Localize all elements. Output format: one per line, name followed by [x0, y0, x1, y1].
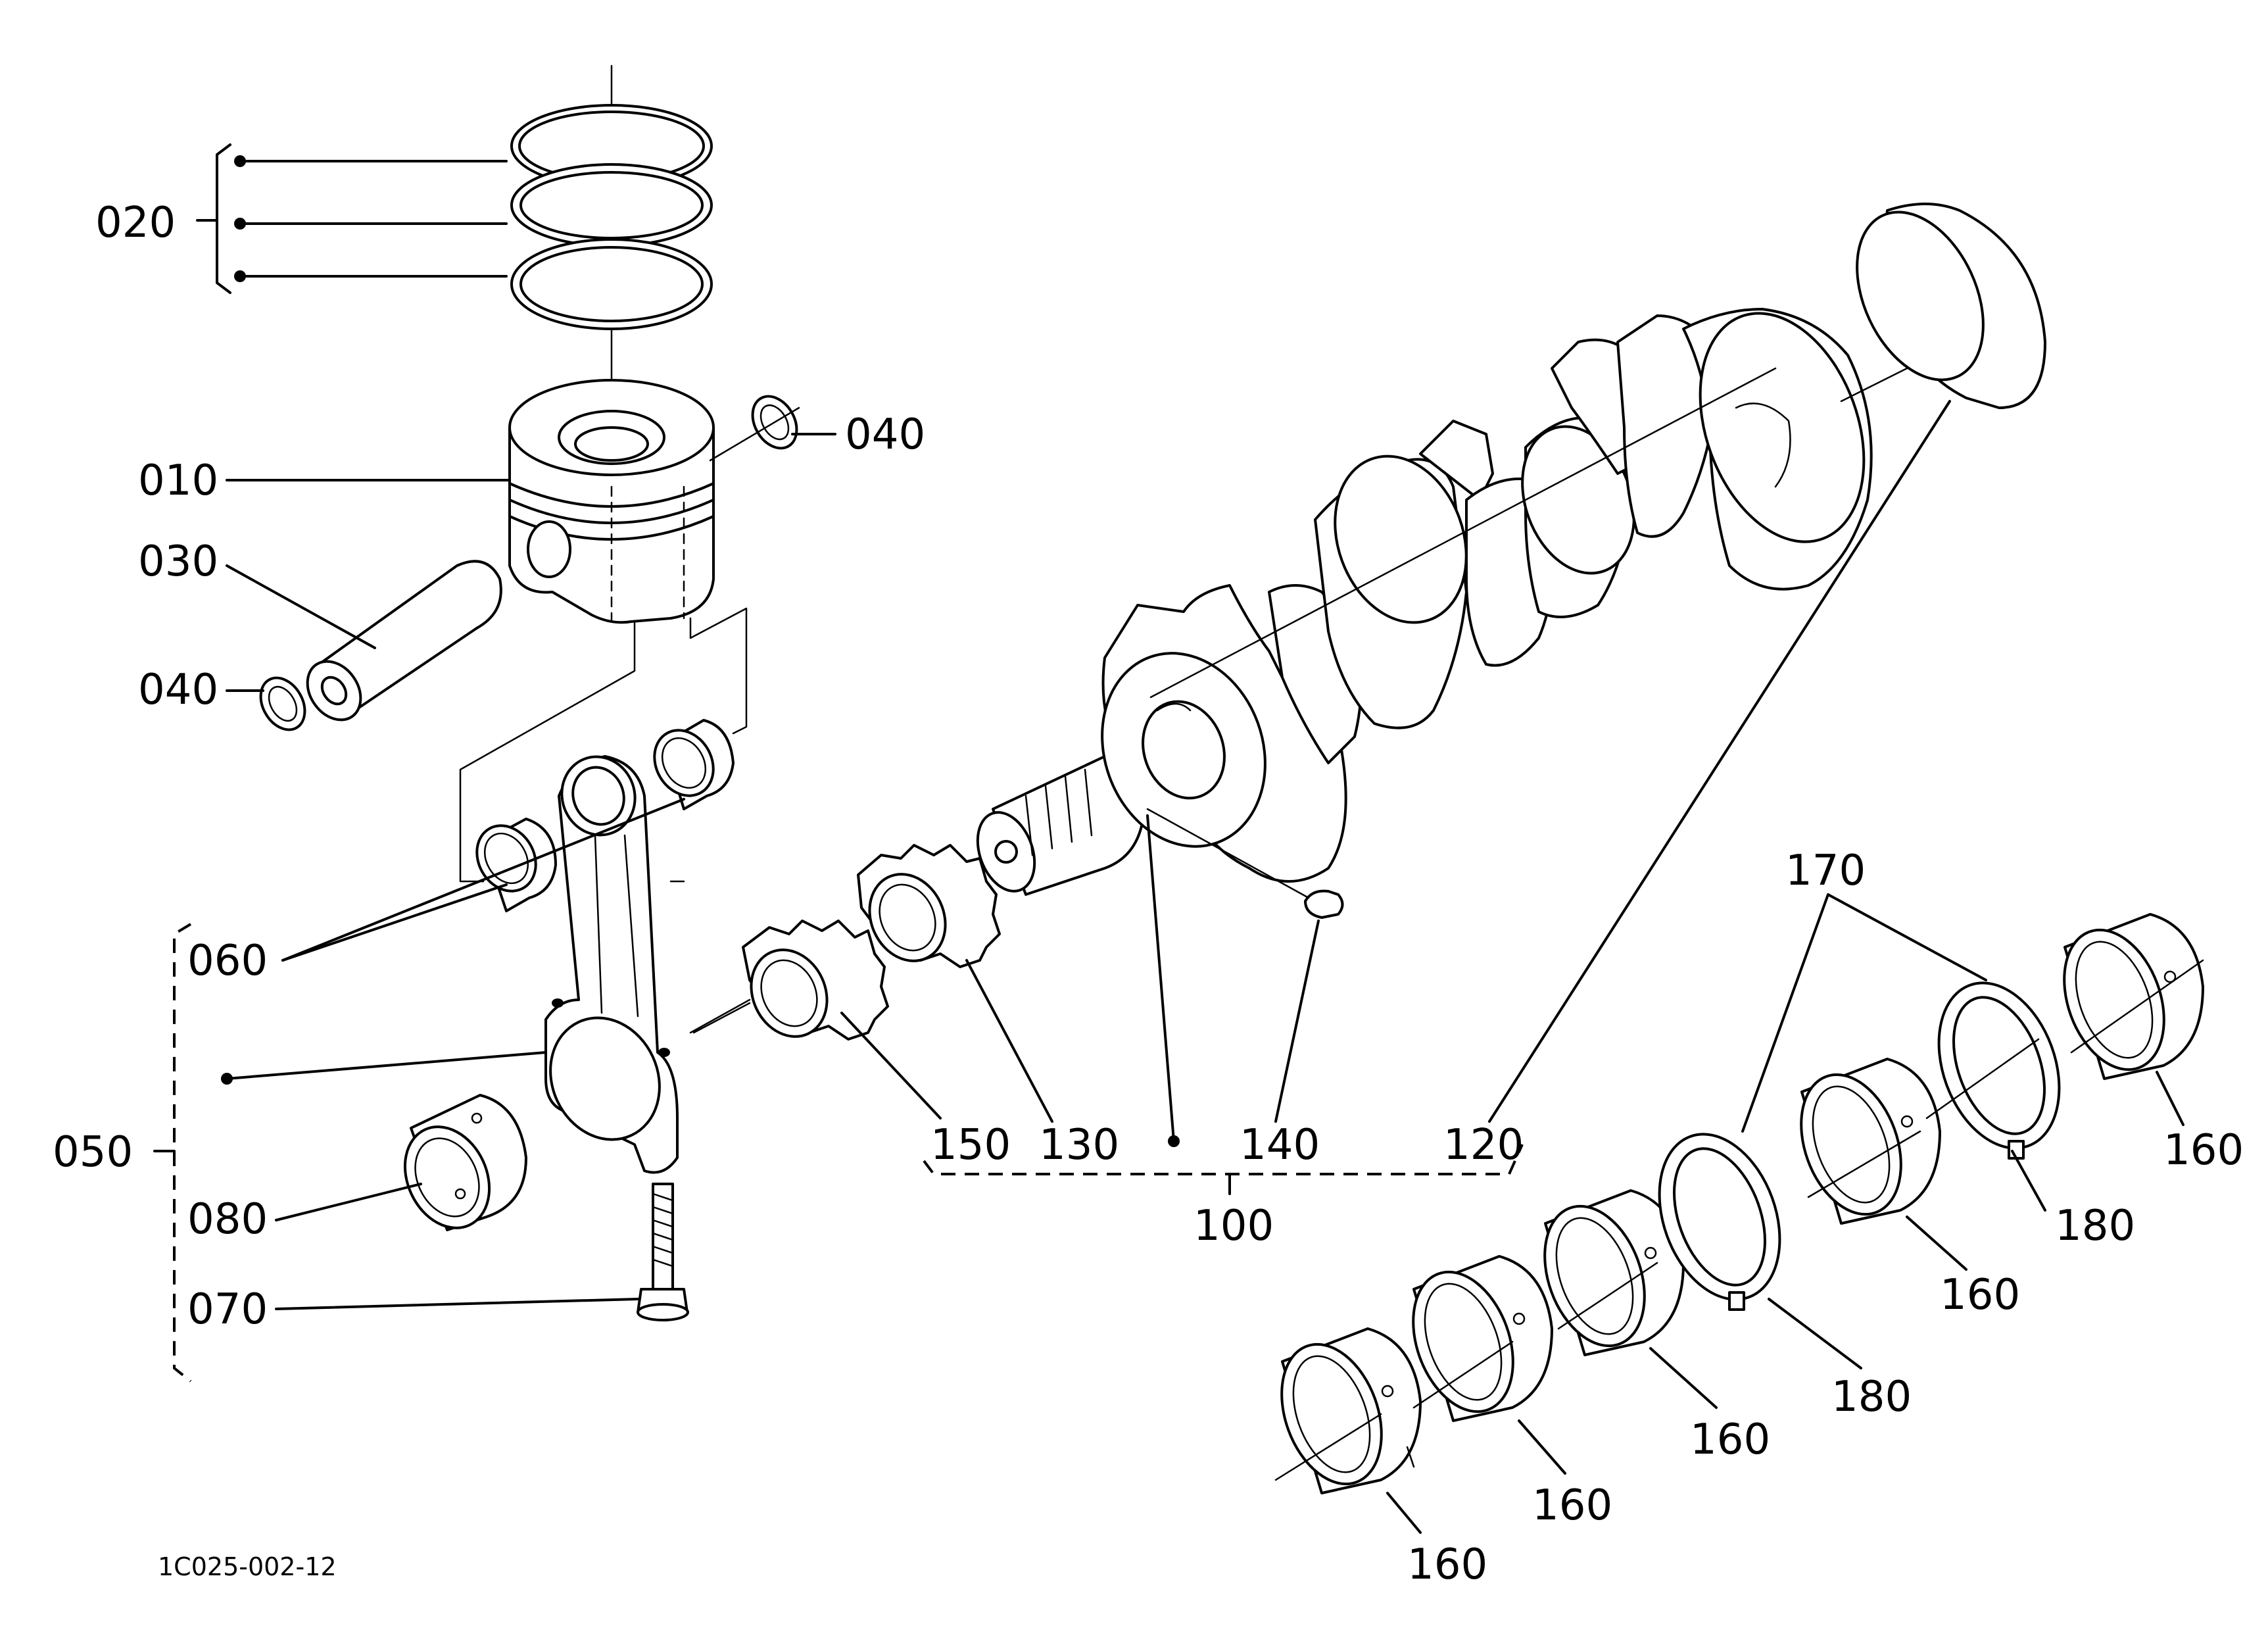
callout-labels: 020 010 040 030 040 060 050 080 070 150 …: [53, 199, 2244, 1589]
small-end-bushing-lower: [475, 818, 557, 912]
label-170: 170: [1785, 847, 1866, 895]
label-160-e: 160: [2163, 1126, 2244, 1175]
main-bearing-5: [2063, 913, 2204, 1080]
gear-150: [692, 920, 889, 1041]
label-180-upper: 180: [2055, 1202, 2135, 1250]
big-end-bearing: [403, 1094, 527, 1231]
thrust-washer-2: [1925, 981, 2061, 1160]
label-010: 010: [138, 456, 218, 505]
label-160-a: 160: [1407, 1540, 1487, 1589]
main-bearing-3: [1543, 1189, 1685, 1356]
connecting-rod: [544, 755, 751, 1174]
piston-pin: [306, 560, 502, 722]
small-end-bushing-upper: [653, 719, 735, 810]
label-100: 100: [1194, 1202, 1274, 1250]
thrust-washer-1: [1658, 1133, 1781, 1311]
label-120: 120: [1443, 1121, 1524, 1169]
label-040-lower: 040: [138, 666, 218, 714]
gear-130: [857, 844, 1001, 968]
crankshaft: [976, 308, 1987, 896]
label-080: 080: [187, 1195, 268, 1244]
label-070: 070: [187, 1285, 268, 1334]
label-060: 060: [187, 937, 268, 985]
label-130: 130: [1039, 1121, 1119, 1169]
label-020: 020: [95, 199, 176, 247]
woodruff-key: [1146, 808, 1344, 919]
label-160-c: 160: [1690, 1415, 1770, 1464]
circlip-upper: [709, 395, 800, 462]
rear-seal-ring: [1856, 203, 2046, 409]
label-160-b: 160: [1532, 1481, 1612, 1530]
label-030: 030: [138, 537, 218, 586]
circlip-lower: [259, 676, 306, 731]
main-bearing-2: [1412, 1255, 1553, 1422]
main-bearing-1: [1274, 1327, 1422, 1494]
label-050: 050: [53, 1128, 133, 1177]
main-bearing-4: [1800, 1058, 1941, 1225]
piston: [508, 379, 715, 624]
label-040-upper: 040: [845, 410, 925, 459]
piston-rings: [510, 64, 713, 422]
label-160-d: 160: [1940, 1271, 2020, 1319]
drawing-code: 1C025-002-12: [158, 1552, 337, 1581]
label-140: 140: [1240, 1121, 1320, 1169]
label-150: 150: [930, 1121, 1011, 1169]
label-180-lower: 180: [1831, 1373, 1912, 1421]
leader-lines: [153, 143, 2184, 1534]
connecting-rod-bolt: [637, 1183, 689, 1321]
